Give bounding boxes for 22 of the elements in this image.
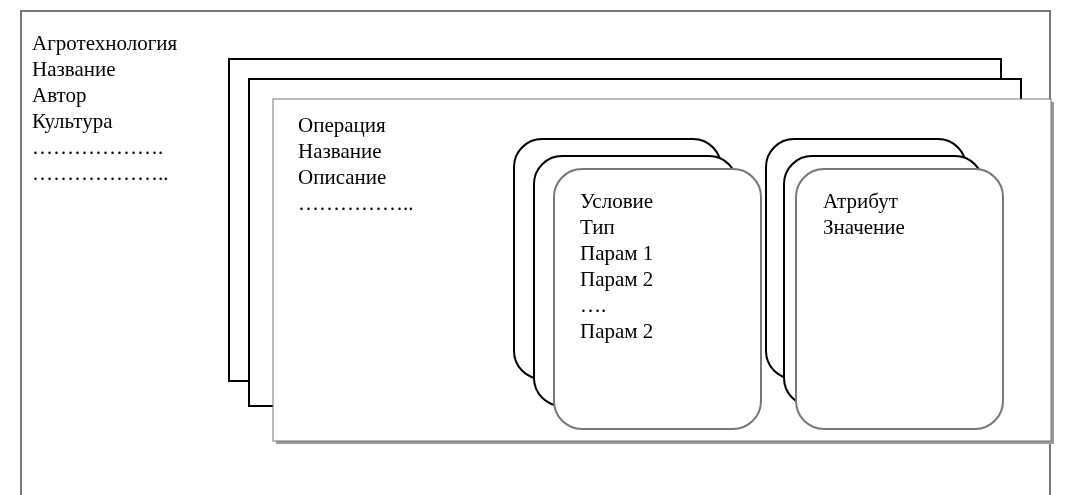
field-label: Парам 2 — [580, 266, 654, 292]
field-label: ……………….. — [32, 160, 169, 186]
field-label: Автор — [32, 82, 87, 108]
heading: Агротехнология — [32, 30, 178, 56]
field-label: Парам 2 — [580, 318, 654, 344]
field-label: Название — [298, 138, 382, 164]
field-label: Описание — [298, 164, 387, 190]
field-label: Тип — [580, 214, 615, 240]
field-label: ………………. — [32, 134, 164, 160]
field-label: Парам 1 — [580, 240, 654, 266]
field-label: Значение — [823, 214, 905, 240]
stacked-cards — [513, 138, 762, 430]
field-label: …………….. — [298, 190, 414, 216]
field-label: Название — [32, 56, 116, 82]
heading: Атрибут — [823, 188, 898, 214]
frame-box — [20, 10, 1051, 495]
heading: Операция — [298, 112, 386, 138]
stacked-cards — [228, 58, 1054, 444]
field-label: Культура — [32, 108, 113, 134]
heading: Условие — [580, 188, 654, 214]
field-label: …. — [580, 292, 607, 318]
stacked-cards — [765, 138, 1005, 430]
